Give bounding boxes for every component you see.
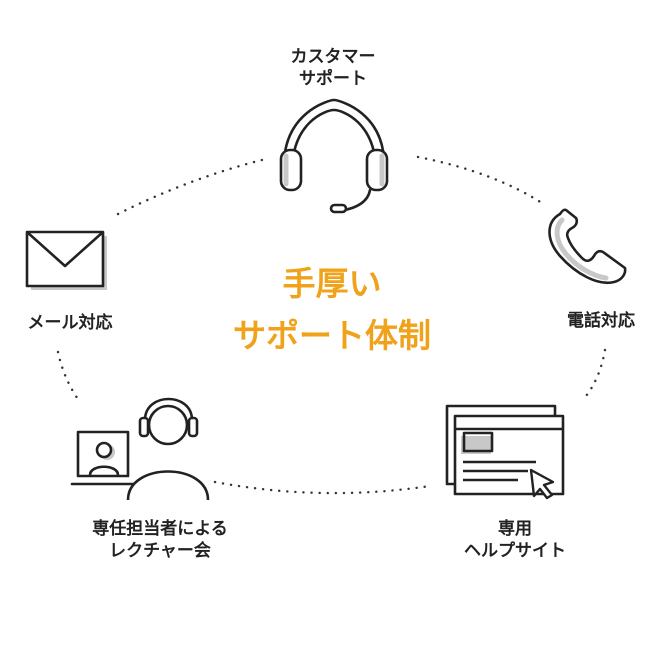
label-line: カスタマー	[290, 47, 376, 67]
connector-top-left	[116, 158, 264, 216]
label-line: 電話対応	[567, 311, 635, 331]
label-help-site: 専用 ヘルプサイト	[430, 518, 600, 562]
connector-bottom	[213, 480, 432, 495]
label-lecture: 専任担当者による レクチャー会	[50, 518, 270, 562]
connector-left	[56, 350, 82, 404]
headset-icon	[279, 98, 389, 214]
envelope-icon	[25, 230, 107, 290]
label-line: ヘルプサイト	[464, 541, 566, 561]
center-line-1: 手厚い	[282, 264, 382, 303]
label-customer-support: カスタマー サポート	[253, 46, 413, 90]
label-line: 専用	[498, 519, 532, 539]
label-line: 専任担当者による	[92, 519, 228, 539]
label-line: サポート	[299, 69, 367, 89]
label-phone: 電話対応	[540, 310, 662, 332]
connector-top-right	[416, 155, 547, 207]
center-line-2: サポート体制	[233, 316, 431, 355]
phone-icon	[548, 208, 627, 285]
label-email: メール対応	[0, 312, 140, 334]
label-line: メール対応	[27, 313, 113, 333]
label-line: レクチャー会	[109, 541, 211, 561]
center-heading: 手厚い サポート体制	[172, 258, 492, 362]
video-lecture-icon	[70, 397, 210, 501]
connector-right	[584, 348, 607, 398]
browser-window-icon	[445, 404, 565, 500]
